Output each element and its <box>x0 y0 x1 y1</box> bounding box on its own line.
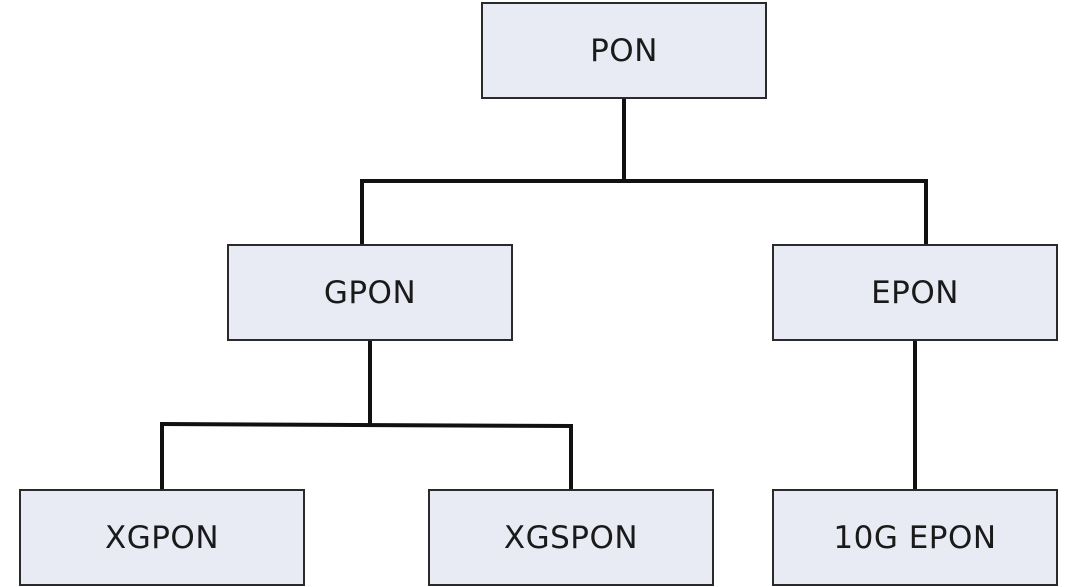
node-xgspon-label: XGSPON <box>503 519 639 556</box>
node-xgpon-label: XGPON <box>104 519 220 556</box>
node-gpon: GPON <box>227 244 513 341</box>
node-10g-epon: 10G EPON <box>772 489 1058 586</box>
node-pon-label: PON <box>590 32 658 69</box>
node-epon: EPON <box>772 244 1058 341</box>
node-epon-label: EPON <box>871 274 959 311</box>
connector-level2-bar <box>159 421 574 429</box>
node-gpon-label: GPON <box>323 274 417 311</box>
node-xgspon: XGSPON <box>428 489 714 586</box>
node-pon: PON <box>481 2 767 99</box>
node-xgpon: XGPON <box>19 489 305 586</box>
node-10g-epon-label: 10G EPON <box>833 519 997 556</box>
